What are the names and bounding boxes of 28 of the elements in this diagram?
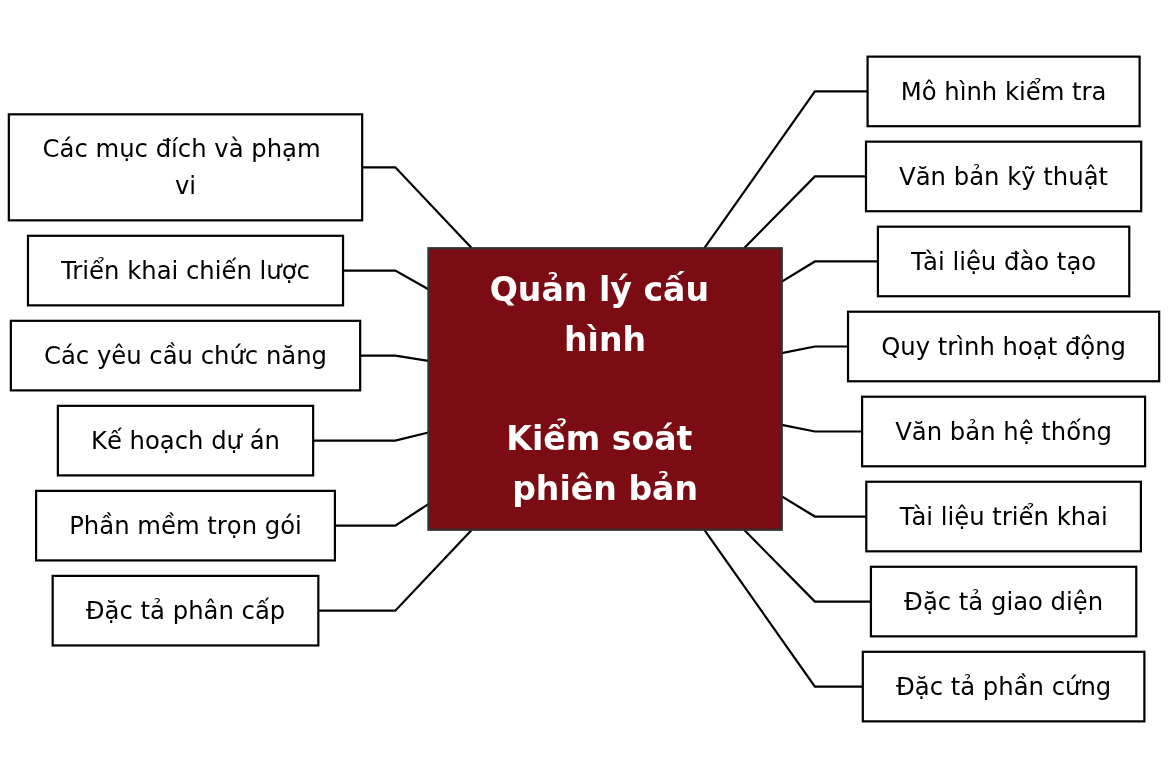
connector: [360, 354, 429, 362]
connector: [743, 529, 871, 603]
connector: [362, 166, 473, 249]
node-box: Đặc tả phần cứng: [861, 650, 1146, 723]
connector: [703, 90, 868, 249]
node-box: Quy trình hoạt động: [846, 310, 1161, 383]
connector: [781, 423, 863, 433]
connector: [343, 269, 429, 291]
connector: [743, 175, 866, 249]
node-box: Đặc tả phân cấp: [51, 574, 320, 647]
node-box: Tài liệu đào tạo: [876, 225, 1131, 298]
node-box: Các yêu cầu chức năng: [9, 319, 362, 392]
node-box: Văn bản hệ thống: [861, 395, 1147, 468]
node-box: Văn bản kỹ thuật: [864, 140, 1143, 213]
node-box: Quản lý cấu hình Kiểm soát phiên bản: [427, 247, 783, 531]
connector: [703, 529, 863, 688]
node-box: Đặc tả giao diện: [869, 565, 1138, 638]
connector: [781, 345, 848, 355]
connector: [781, 260, 878, 283]
node-box: Kế hoạch dự án: [56, 404, 315, 477]
node-box: Phần mềm trọn gói: [35, 489, 337, 562]
node-box: Triển khai chiến lược: [26, 234, 345, 307]
node-box: Các mục đích và phạm vi: [7, 113, 364, 222]
node-box: Tài liệu triển khai: [865, 480, 1142, 553]
connector: [313, 431, 429, 442]
connector: [781, 495, 867, 518]
connector: [318, 529, 473, 612]
node-box: Mô hình kiểm tra: [866, 55, 1141, 128]
